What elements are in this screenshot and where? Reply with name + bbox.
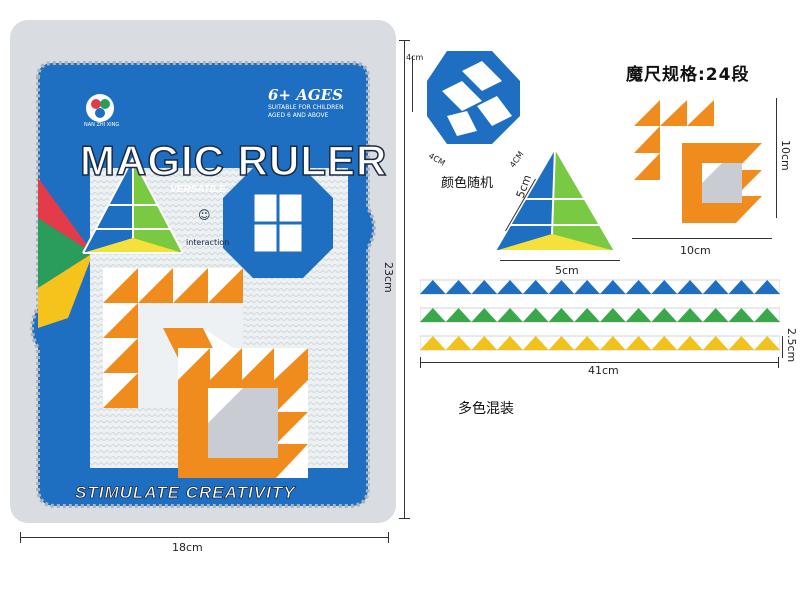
- strip-triangle: [754, 308, 780, 322]
- strip-triangle: [574, 280, 600, 294]
- spec-title: 魔尺规格:24段: [626, 65, 750, 85]
- package-artwork: [10, 20, 396, 523]
- strip-triangle: [574, 336, 600, 350]
- ball-height-line: [412, 56, 413, 112]
- strip-triangle: [420, 280, 446, 294]
- age-badge: 6+ AGES: [268, 86, 343, 104]
- strip-triangle: [702, 308, 729, 322]
- square-base-line: [632, 238, 772, 239]
- ball-left-label: 4CM: [426, 151, 447, 168]
- strip-triangle: [754, 336, 780, 350]
- mixed-color-note: 多色混装: [458, 401, 514, 417]
- strip-triangle: [728, 280, 755, 294]
- strip-triangle: [702, 280, 729, 294]
- strip-triangle: [548, 308, 575, 322]
- strip-triangle: [522, 280, 549, 294]
- strip-triangle: [651, 336, 678, 350]
- strip-triangle: [728, 308, 755, 322]
- square-side-line: [776, 98, 777, 218]
- strip-triangle: [651, 308, 678, 322]
- strips-length-line: [420, 362, 778, 363]
- strip-triangle: [548, 336, 575, 350]
- strip-triangle: [677, 308, 703, 322]
- strip-triangle: [522, 308, 549, 322]
- package-title: MAGIC RULER: [79, 136, 388, 185]
- package-card: [8, 18, 398, 525]
- strip-triangle: [445, 308, 472, 322]
- square-side-label: 10cm: [779, 140, 792, 171]
- interaction-label: interaction: [186, 238, 230, 247]
- strips-height-label: 2.5cm: [785, 328, 798, 363]
- strip-triangle: [702, 336, 729, 350]
- strip-triangle: [471, 280, 498, 294]
- strip-triangle: [600, 280, 626, 294]
- strip-triangle: [600, 336, 626, 350]
- strip-triangle: [497, 308, 523, 322]
- strip-triangle: [471, 336, 498, 350]
- strip-0: [420, 279, 780, 295]
- strip-triangle: [677, 280, 703, 294]
- strip-triangle: [497, 336, 523, 350]
- strip-triangle: [548, 280, 575, 294]
- strip-2: [420, 335, 780, 351]
- strip-triangle: [497, 280, 523, 294]
- strip-triangle: [471, 308, 498, 322]
- ball-height-label: 4cm: [406, 53, 424, 62]
- strip-triangle: [522, 336, 549, 350]
- package-width-label: 18cm: [172, 541, 203, 554]
- square-base-label: 10cm: [680, 244, 711, 257]
- random-color-note: 颜色随机: [441, 176, 494, 191]
- square-image: [634, 100, 762, 223]
- strip-triangle: [420, 308, 446, 322]
- package-width-tick-left: [20, 532, 21, 543]
- package-height-label: 23cm: [382, 262, 395, 293]
- strip-triangle: [574, 308, 600, 322]
- package-width-tick-right: [388, 532, 389, 543]
- age-note-1: SUITABLE FOR CHILDREN: [268, 104, 344, 111]
- package-height-line: [404, 40, 405, 518]
- strips-length-tick-left: [420, 357, 421, 368]
- strip-triangle: [651, 280, 678, 294]
- strips-height-line: [782, 336, 783, 358]
- interaction-icon: ☺: [198, 208, 211, 222]
- strip-triangle: [625, 336, 652, 350]
- package-height-tick-bottom: [399, 518, 410, 519]
- strips-length-tick-right: [778, 357, 779, 368]
- strip-triangle: [728, 336, 755, 350]
- package-subtitle: VERSATILE: [170, 184, 226, 195]
- pyramid-base-line: [500, 260, 620, 261]
- color-strips: [420, 279, 780, 351]
- strip-triangle: [754, 280, 780, 294]
- pyramid-image: [494, 147, 616, 252]
- age-note-2: AGED 6 AND ABOVE: [268, 112, 329, 119]
- strip-triangle: [445, 336, 472, 350]
- package-width-line: [20, 537, 388, 538]
- strip-1: [420, 307, 780, 323]
- strip-triangle: [677, 336, 703, 350]
- package-height-tick-top: [399, 40, 410, 41]
- strips-length-label: 41cm: [588, 364, 619, 377]
- strip-triangle: [600, 308, 626, 322]
- brand-name: NAN ZHI XING: [84, 122, 120, 128]
- strip-triangle: [445, 280, 472, 294]
- strip-triangle: [625, 308, 652, 322]
- strip-triangle: [625, 280, 652, 294]
- pyramid-base-label: 5cm: [555, 264, 579, 277]
- strip-triangle: [420, 336, 446, 350]
- footer-banner: STIMULATE CREATIVITY: [75, 483, 296, 503]
- ball-image: [427, 51, 520, 144]
